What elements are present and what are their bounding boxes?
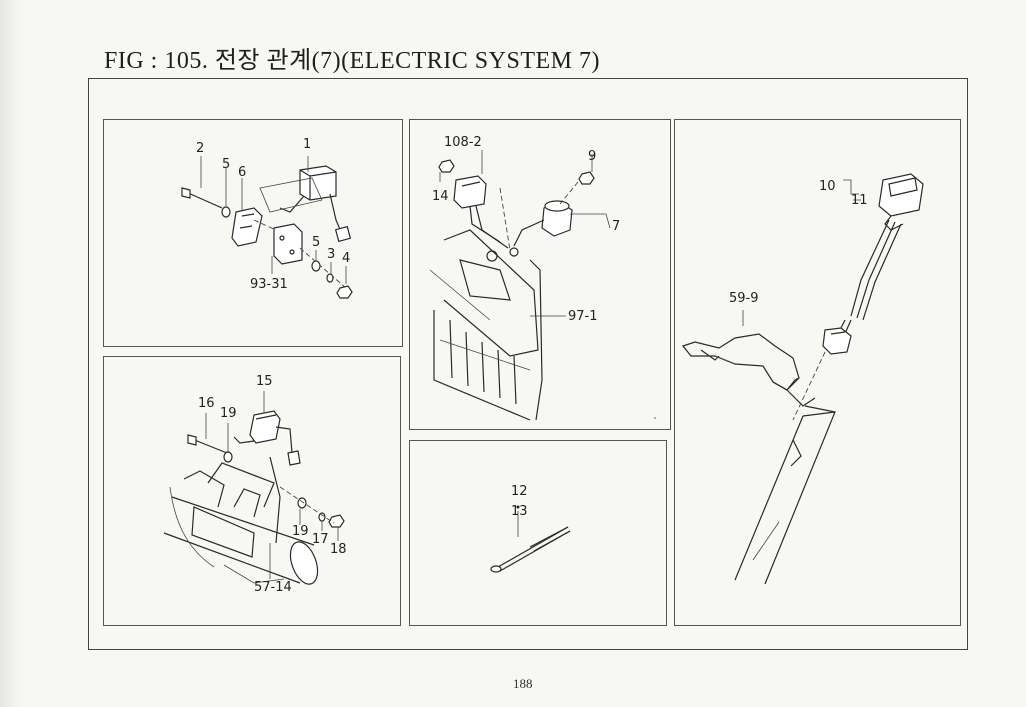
callout-15: 15 bbox=[256, 374, 273, 389]
switch-bracket-assembly-drawing bbox=[181, 156, 353, 299]
callout-57-14: 57-14 bbox=[254, 580, 292, 595]
callout-97-1: 97-1 bbox=[568, 309, 598, 324]
callout-19b: 19 bbox=[292, 524, 309, 539]
callout-13: 13 bbox=[511, 504, 528, 519]
scan-edge bbox=[0, 0, 22, 707]
panel-top-left: 1 2 5 6 5 3 4 93-31 bbox=[103, 119, 403, 347]
harness-bracket-drawing bbox=[429, 150, 656, 421]
callout-59-9: 59-9 bbox=[729, 291, 759, 306]
callout-93-31: 93-31 bbox=[250, 277, 288, 292]
callout-14: 14 bbox=[432, 189, 449, 204]
callout-18: 18 bbox=[330, 542, 347, 557]
callout-17: 17 bbox=[312, 532, 329, 547]
callout-108-2: 108-2 bbox=[444, 135, 482, 150]
callout-10: 10 bbox=[819, 179, 836, 194]
panel-bottom-left: 15 16 19 19 17 18 57-14 bbox=[103, 356, 401, 626]
callout-5b: 5 bbox=[312, 235, 321, 250]
callout-12: 12 bbox=[511, 484, 528, 499]
cable-tie-drawing bbox=[490, 505, 571, 573]
page-number: 188 bbox=[513, 676, 533, 691]
callout-4: 4 bbox=[342, 251, 351, 266]
callout-16: 16 bbox=[198, 396, 215, 411]
callout-2: 2 bbox=[196, 141, 205, 156]
panel-bottom-center: 12 13 bbox=[409, 440, 667, 626]
callout-5: 5 bbox=[222, 157, 231, 172]
callout-19: 19 bbox=[220, 406, 237, 421]
callout-11: 11 bbox=[851, 193, 868, 208]
figure-title: FIG : 105. 전장 관계(7)(ELECTRIC SYSTEM 7) bbox=[104, 48, 600, 74]
callout-3: 3 bbox=[327, 247, 336, 262]
connector-harness-drawing bbox=[681, 173, 924, 585]
callout-9: 9 bbox=[588, 149, 597, 164]
callout-6: 6 bbox=[238, 165, 247, 180]
panel-top-center: 108-2 9 14 7 97-1 bbox=[409, 119, 671, 430]
panel-right: 10 11 59-9 bbox=[674, 119, 961, 626]
figure-frame bbox=[88, 78, 968, 650]
callout-1: 1 bbox=[303, 137, 312, 152]
sensor-mount-assembly-drawing bbox=[163, 391, 345, 585]
callout-7: 7 bbox=[612, 219, 621, 234]
